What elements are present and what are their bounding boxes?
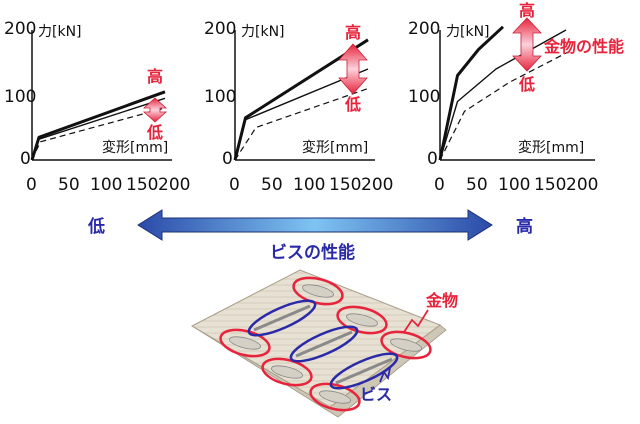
low-label: 低	[344, 95, 361, 114]
metal-plate	[309, 382, 361, 412]
x-tick-200: 200	[566, 175, 598, 195]
y-axis-label: 力[kN]	[38, 24, 82, 40]
series-layer	[233, 38, 369, 161]
series-dashed-curve	[31, 107, 166, 161]
x-tick-0: 0	[229, 175, 240, 195]
y-tick-0: 0	[427, 149, 438, 169]
screw	[289, 325, 359, 363]
x-tick-200: 200	[361, 175, 393, 195]
scale-low-label: 低	[87, 216, 105, 237]
scale-title: ビスの性能	[270, 242, 355, 263]
series-thick-curve	[438, 25, 505, 161]
y-tick-200: 200	[204, 19, 236, 39]
series-dashed-curve	[234, 87, 369, 161]
x-tick-150: 150	[534, 175, 566, 195]
chart-high-screw: 200 100 0 0 50 100 150 200 力[kN] 変形[mm] …	[408, 1, 624, 195]
x-tick-150: 150	[329, 175, 361, 195]
performance-arrow	[338, 43, 368, 95]
chart-low-screw: 200 100 0 0 50 100 150 200 力[kN] 変形[mm] …	[4, 19, 190, 195]
metal-performance-label: 金物の性能	[543, 37, 624, 56]
y-tick-200: 200	[408, 19, 440, 39]
x-tick-150: 150	[126, 175, 158, 195]
performance-arrow	[142, 97, 168, 123]
metal-callout-line	[403, 309, 429, 333]
x-axis-label: 変形[mm]	[102, 139, 168, 156]
x-axis-label: 変形[mm]	[302, 139, 368, 156]
series-thin-curve	[31, 97, 166, 161]
y-tick-0: 0	[20, 149, 31, 169]
x-tick-100: 100	[293, 175, 325, 195]
x-tick-50: 50	[466, 175, 488, 195]
metal-plate	[336, 305, 388, 335]
metal-plate	[380, 330, 432, 360]
series-dashed-curve	[439, 48, 574, 161]
low-label: 低	[518, 75, 535, 94]
y-tick-100: 100	[4, 87, 36, 107]
metal-label: 金物	[425, 291, 458, 310]
panel-illustration: 金物 ビス	[190, 269, 458, 418]
chart-mid-screw: 200 100 0 0 50 100 150 200 力[kN] 変形[mm] …	[204, 19, 393, 195]
x-tick-100: 100	[498, 175, 530, 195]
scale-high-label: 高	[516, 216, 533, 237]
x-axis-label: 変形[mm]	[518, 139, 584, 156]
y-tick-200: 200	[4, 19, 36, 39]
screw-callout-line	[379, 367, 391, 383]
high-label: 高	[345, 23, 361, 42]
performance-arrow	[512, 17, 542, 72]
high-label: 高	[519, 1, 535, 20]
panel-board	[190, 269, 442, 408]
screw-label: ビス	[360, 385, 392, 404]
y-tick-0: 0	[222, 149, 233, 169]
x-tick-0: 0	[434, 175, 445, 195]
high-label: 高	[147, 67, 163, 86]
screw-performance-scale: 低 高 ビスの性能	[87, 209, 533, 263]
x-tick-0: 0	[26, 175, 37, 195]
x-tick-100: 100	[90, 175, 122, 195]
metal-plate	[261, 357, 313, 387]
double-arrow	[137, 209, 493, 241]
y-axis-label: 力[kN]	[446, 24, 490, 40]
x-tick-50: 50	[58, 175, 80, 195]
screw	[247, 299, 317, 337]
x-tick-200: 200	[158, 175, 190, 195]
screw	[329, 352, 399, 390]
y-axis-label: 力[kN]	[241, 24, 285, 40]
low-label: 低	[146, 123, 163, 142]
series-thin-curve	[234, 68, 369, 161]
x-tick-50: 50	[261, 175, 283, 195]
series-layer	[30, 90, 166, 161]
y-tick-100: 100	[204, 87, 236, 107]
y-tick-100: 100	[408, 87, 440, 107]
